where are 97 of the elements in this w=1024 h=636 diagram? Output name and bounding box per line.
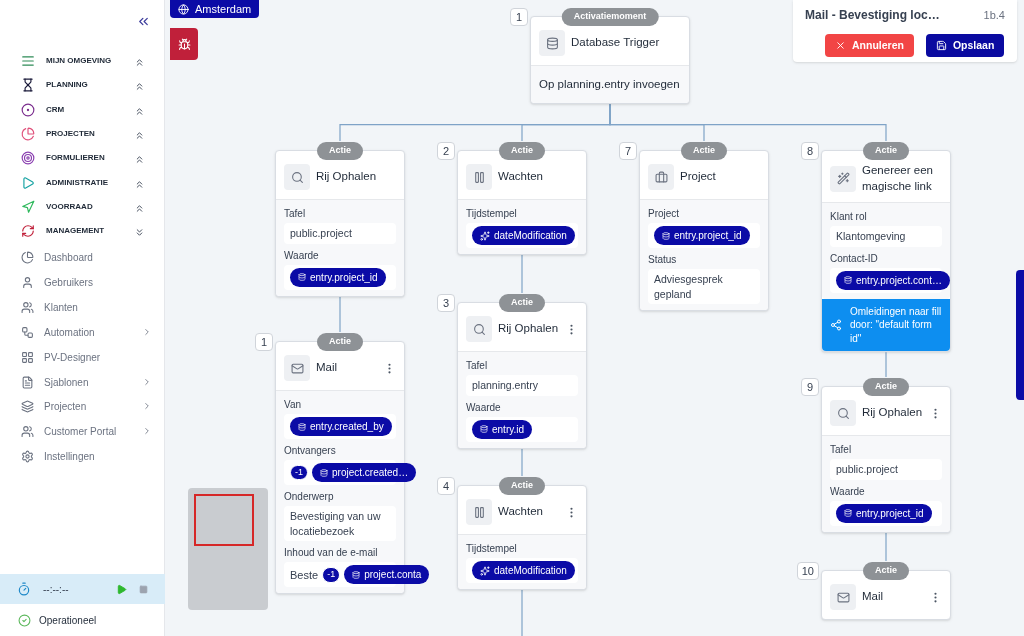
step-type-label: Actie xyxy=(499,477,545,495)
step-title: Wachten xyxy=(498,504,544,520)
location-badge: Amsterdam xyxy=(170,0,260,18)
menu-item: Dashboard xyxy=(44,251,93,265)
step-title: Rij Ophalen xyxy=(316,169,378,185)
step-title: Project xyxy=(680,169,717,185)
variable-chip: entry.created_by xyxy=(290,417,392,436)
variable-chip: project.conta xyxy=(344,565,430,585)
variable-chip: entry.project_id xyxy=(836,503,932,523)
menu-section-label: CRM xyxy=(46,103,65,116)
step-title: Mail xyxy=(316,360,339,376)
variable-chip: entry.project_id xyxy=(654,226,750,245)
menu-item: Instellingen xyxy=(44,450,95,465)
menu-item: Customer Portal xyxy=(44,425,117,440)
trigger-condition: Op planning.entry invoegen xyxy=(539,77,681,92)
step-type-label: Actie xyxy=(499,142,545,160)
step-number: 2 xyxy=(437,142,455,160)
field-label: Klant rol xyxy=(830,210,868,225)
connector-line xyxy=(885,532,887,562)
step-type-label: Actie xyxy=(317,142,363,160)
field-label: Onderwerp xyxy=(284,490,335,504)
status-text: Operationeel xyxy=(39,614,97,628)
field-label: Tijdstempel xyxy=(466,542,518,556)
count-chip: -1 xyxy=(322,567,341,583)
menu-item: Projecten xyxy=(44,400,87,415)
menu-item: Automation xyxy=(44,325,95,340)
connector-line xyxy=(339,296,341,333)
version-text: 1b.4 xyxy=(983,7,1005,23)
menu-item: Klanten xyxy=(44,300,78,315)
field-label: Tafel xyxy=(830,443,853,457)
value-field: Adviesgesprek gepland xyxy=(648,269,760,305)
save-button: Opslaan xyxy=(925,34,1005,57)
step-title: Wachten xyxy=(498,169,544,185)
step-number: 1 xyxy=(510,8,528,26)
step-title: Rij Ophalen xyxy=(498,321,559,337)
step-number: 4 xyxy=(437,477,455,495)
field-label: Tafel xyxy=(284,207,307,221)
timer-display: --:--:-- xyxy=(43,582,70,597)
step-type-label: Actie xyxy=(317,333,363,351)
variable-chip: dateModification xyxy=(472,226,575,245)
variable-chip: entry.project_id xyxy=(290,267,386,287)
menu-section-label: VOORRAAD xyxy=(46,200,93,213)
step-type-label: Actie xyxy=(863,142,909,160)
menu-item: Sjablonen xyxy=(44,375,89,390)
step-number: 1 xyxy=(255,333,273,351)
step-number: 3 xyxy=(437,294,455,312)
field-label: Tijdstempel xyxy=(466,207,518,221)
step-title: Mail xyxy=(862,589,885,605)
connector-line xyxy=(521,254,523,294)
variable-chip: dateModification xyxy=(472,561,575,580)
value-field: planning.entry xyxy=(466,375,578,396)
value-field: public.project xyxy=(830,459,942,480)
variable-chip: project.created… xyxy=(312,463,417,482)
value-field: Klantomgeving xyxy=(830,226,942,247)
menu-item: PV-Designer xyxy=(44,350,101,365)
connector-line xyxy=(885,351,887,378)
step-type-label: Actie xyxy=(863,378,909,396)
field-label: Waarde xyxy=(830,484,866,499)
field-label: Inhoud van de e-mail xyxy=(284,546,379,561)
value-field: Bevestiging van uw locatiebezoek xyxy=(284,506,396,542)
field-label: Tafel xyxy=(466,359,489,373)
field-label: Contact-ID xyxy=(830,251,879,266)
field-label: Waarde xyxy=(466,400,502,415)
menu-section-label: PLANNING xyxy=(46,79,88,92)
variable-chip: entry.id xyxy=(472,419,533,439)
step-number: 9 xyxy=(801,378,819,396)
menu-section-label: PROJECTEN xyxy=(46,127,95,140)
field-text: Beste xyxy=(290,567,319,583)
step-title: Rij Ophalen xyxy=(862,405,923,421)
connector-line xyxy=(521,448,523,477)
cancel-button: Annuleren xyxy=(825,34,914,57)
menu-section-label: MANAGEMENT xyxy=(46,225,105,238)
step-type-label: Actie xyxy=(863,562,909,580)
workflow-title: Mail - Bevestiging loc… xyxy=(805,7,940,24)
menu-section-label: ADMINISTRATIE xyxy=(46,176,109,189)
menu-section-label: FORMULIEREN xyxy=(46,152,105,165)
step-type-label: Actie xyxy=(681,142,727,160)
menu-item: Gebruikers xyxy=(44,275,93,290)
field-label: Waarde xyxy=(284,248,320,263)
step-number: 10 xyxy=(796,562,819,580)
field-label: Status xyxy=(648,253,678,267)
count-chip: -1 xyxy=(290,464,308,481)
step-type-label: Activatiemoment xyxy=(561,8,659,26)
menu-section-label: MIJN OMGEVING xyxy=(46,55,112,67)
step-title: Database Trigger xyxy=(571,35,661,51)
field-label: Ontvangers xyxy=(284,444,337,458)
step-title: Genereer een magische link xyxy=(862,163,934,194)
connector-line xyxy=(609,103,887,142)
banner-text: Omleidingen naar fill door: "default form id" xyxy=(850,304,942,346)
field-label: Van xyxy=(284,398,303,412)
step-number: 7 xyxy=(619,142,637,160)
value-field: public.project xyxy=(284,223,396,244)
step-type-label: Actie xyxy=(499,294,545,312)
connector-line xyxy=(521,589,523,636)
step-number: 8 xyxy=(801,142,819,160)
field-label: Project xyxy=(648,207,681,221)
variable-chip: entry.project.cont… xyxy=(836,270,950,290)
